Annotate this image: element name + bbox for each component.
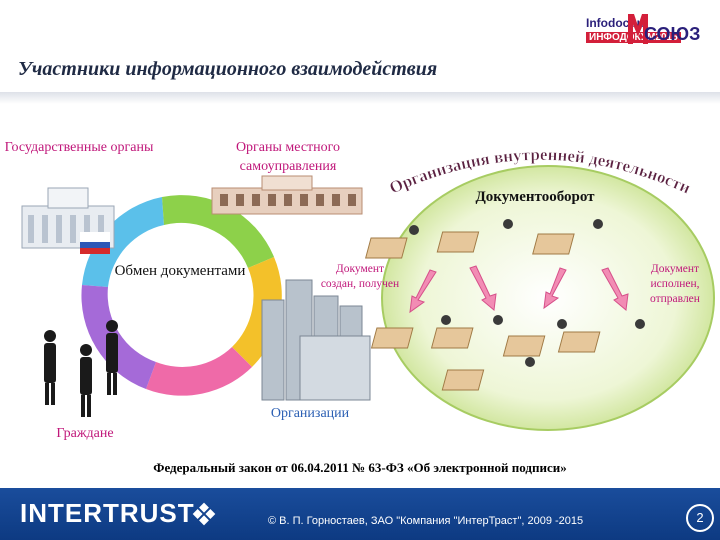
label-citizens: Граждане (30, 424, 140, 443)
arc-title: Организация внутренней деятельности (360, 120, 720, 230)
brand-right: СОЮЗ (644, 24, 700, 45)
infodocum-logo: Infodocum ИНФОДОКУМ2015 СОЮЗ (584, 10, 702, 56)
intertrust-logo-icon (190, 500, 218, 528)
copyright-text: © В. П. Горностаев, ЗАО "Компания "Интер… (268, 515, 583, 527)
label-organizations: Организации (240, 404, 380, 423)
citizens-silhouettes-icon (44, 320, 118, 417)
page-number: 2 (686, 504, 714, 532)
law-caption: Федеральный закон от 06.04.2011 № 63-ФЗ … (0, 460, 720, 476)
label-doc-done: Документ исполнен, отправлен (632, 262, 718, 307)
gov-building-icon (22, 188, 114, 254)
label-exchange: Обмен документами (110, 262, 250, 281)
intertrust-logo: INTERTRUST (20, 498, 195, 529)
label-docflow: Документооборот (440, 188, 630, 207)
label-local: Органы местного самоуправления (208, 138, 368, 176)
page-title: Участники информационного взаимодействия (18, 58, 437, 81)
label-gov: Государственные органы (4, 138, 154, 157)
label-doc-created: Документ создан, получен (318, 262, 402, 292)
local-building-icon (212, 176, 362, 214)
